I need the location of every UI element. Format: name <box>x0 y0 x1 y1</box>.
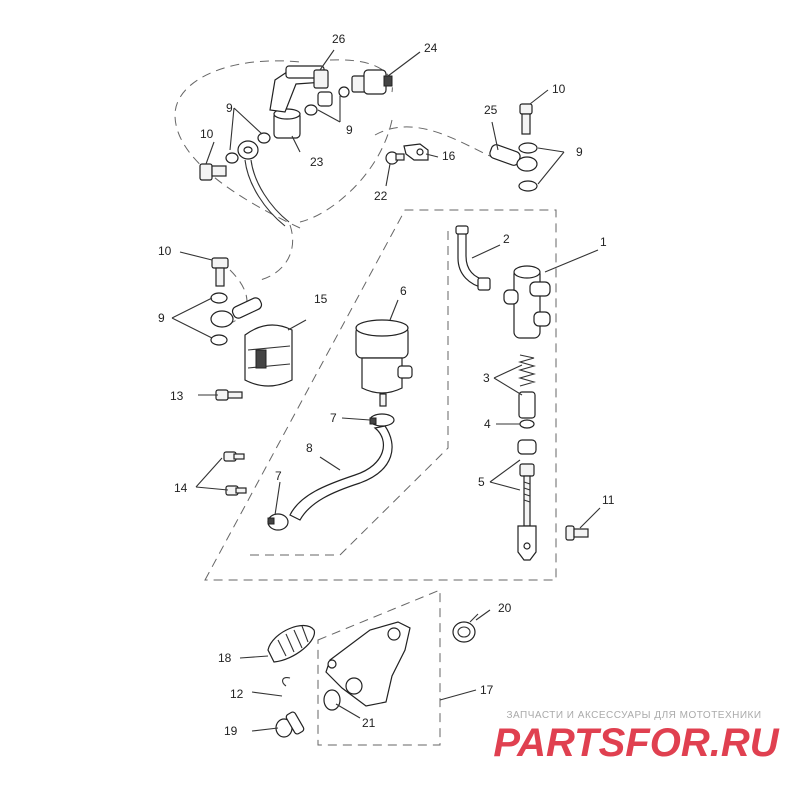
callout-7-bottom: 7 <box>275 469 282 483</box>
reservoir-cover-15 <box>244 324 293 387</box>
callout-9-mid: 9 <box>158 311 165 325</box>
callout-22: 22 <box>374 189 388 203</box>
upper-hose-assembly <box>199 65 393 227</box>
banjo-bolt-mid <box>211 257 229 287</box>
callout-12: 12 <box>230 687 244 701</box>
boot-5 <box>517 439 537 477</box>
screw-13 <box>215 389 243 401</box>
washer-left-b <box>257 132 271 144</box>
watermark-logo: PARTSFOR.RU <box>493 721 779 765</box>
bushing-21 <box>323 689 341 711</box>
adaptor-23 <box>273 108 301 139</box>
leader-lines <box>171 49 601 732</box>
washer-right-b <box>518 180 538 192</box>
callout-24: 24 <box>424 41 438 55</box>
piston-3 <box>518 391 536 419</box>
brake-light-switch-24 <box>351 69 393 95</box>
washer-switch-a <box>304 104 318 116</box>
callout-26: 26 <box>332 32 346 46</box>
brake-hose-upper <box>244 159 290 227</box>
callout-13: 13 <box>170 389 184 403</box>
callout-25: 25 <box>484 103 498 117</box>
push-rod-5 <box>523 475 531 527</box>
callout-18: 18 <box>218 651 232 665</box>
rivet-22 <box>385 151 405 165</box>
washer-left-a <box>225 152 239 164</box>
watermark: ЗАПЧАСТИ И АКСЕССУАРЫ ДЛЯ МОТОТЕХНИКИ PA… <box>493 710 779 765</box>
callout-11: 11 <box>602 493 615 507</box>
reservoir-6 <box>355 319 413 407</box>
switch-bracket-26 <box>269 65 333 113</box>
callout-3: 3 <box>483 371 490 385</box>
callout-7-top: 7 <box>330 411 337 425</box>
callout-9-left: 9 <box>226 101 233 115</box>
callout-17: 17 <box>480 683 494 697</box>
callout-21: 21 <box>362 716 376 730</box>
clevis <box>517 525 537 561</box>
callout-2: 2 <box>503 232 510 246</box>
left-side-parts <box>210 257 293 496</box>
callout-labels: 1 2 3 4 5 6 7 7 8 9 9 9 9 10 10 10 11 12… <box>158 32 615 738</box>
reservoir-assembly <box>267 319 413 531</box>
circlip-12 <box>281 677 291 687</box>
callout-9-right: 9 <box>576 145 583 159</box>
circlip-4 <box>519 419 535 429</box>
callout-16: 16 <box>442 149 456 163</box>
brake-pedal-17 <box>325 621 411 707</box>
callout-10-right: 10 <box>552 82 566 96</box>
right-hose-assembly <box>385 103 538 192</box>
master-cylinder-body-1 <box>503 265 551 339</box>
banjo-fitting-left <box>237 140 259 160</box>
watermark-tagline: ЗАПЧАСТИ И АКСЕССУАРЫ ДЛЯ МОТОТЕХНИКИ <box>506 710 761 721</box>
washer-switch-b <box>338 86 350 98</box>
callout-15: 15 <box>314 292 328 306</box>
screw-14-b <box>225 485 247 496</box>
callout-20: 20 <box>498 601 512 615</box>
washer-mid-a <box>210 292 228 304</box>
reservoir-hose-8 <box>289 425 393 521</box>
callout-10-mid: 10 <box>158 244 172 258</box>
hose-clip-16 <box>403 143 429 161</box>
screw-14-a <box>223 451 245 462</box>
clevis-pin-11 <box>565 525 589 541</box>
callout-8: 8 <box>306 441 313 455</box>
callout-23: 23 <box>310 155 324 169</box>
master-cylinder-assembly <box>503 265 589 561</box>
callout-19: 19 <box>224 724 238 738</box>
washer-mid-b <box>210 334 228 346</box>
pedal-rubber-18 <box>267 625 315 663</box>
callout-1: 1 <box>600 235 607 249</box>
pivot-bolt-19 <box>275 711 305 738</box>
washer-right-a <box>518 142 538 154</box>
callout-6: 6 <box>400 284 407 298</box>
banjo-bolt-left <box>199 163 227 181</box>
callout-5: 5 <box>478 475 485 489</box>
spring-20 <box>452 613 479 643</box>
hose-clip-7-bottom <box>267 513 289 531</box>
hose-clip-7-top <box>369 413 395 427</box>
pipe-2 <box>455 225 491 291</box>
banjo-fitting-mid <box>210 297 263 328</box>
callout-9-switch: 9 <box>346 123 353 137</box>
spring-3 <box>517 354 537 387</box>
callout-4: 4 <box>484 417 491 431</box>
callout-10-left: 10 <box>200 127 214 141</box>
banjo-bolt-right <box>519 103 533 135</box>
callout-14: 14 <box>174 481 188 495</box>
pedal-assembly <box>267 613 479 738</box>
